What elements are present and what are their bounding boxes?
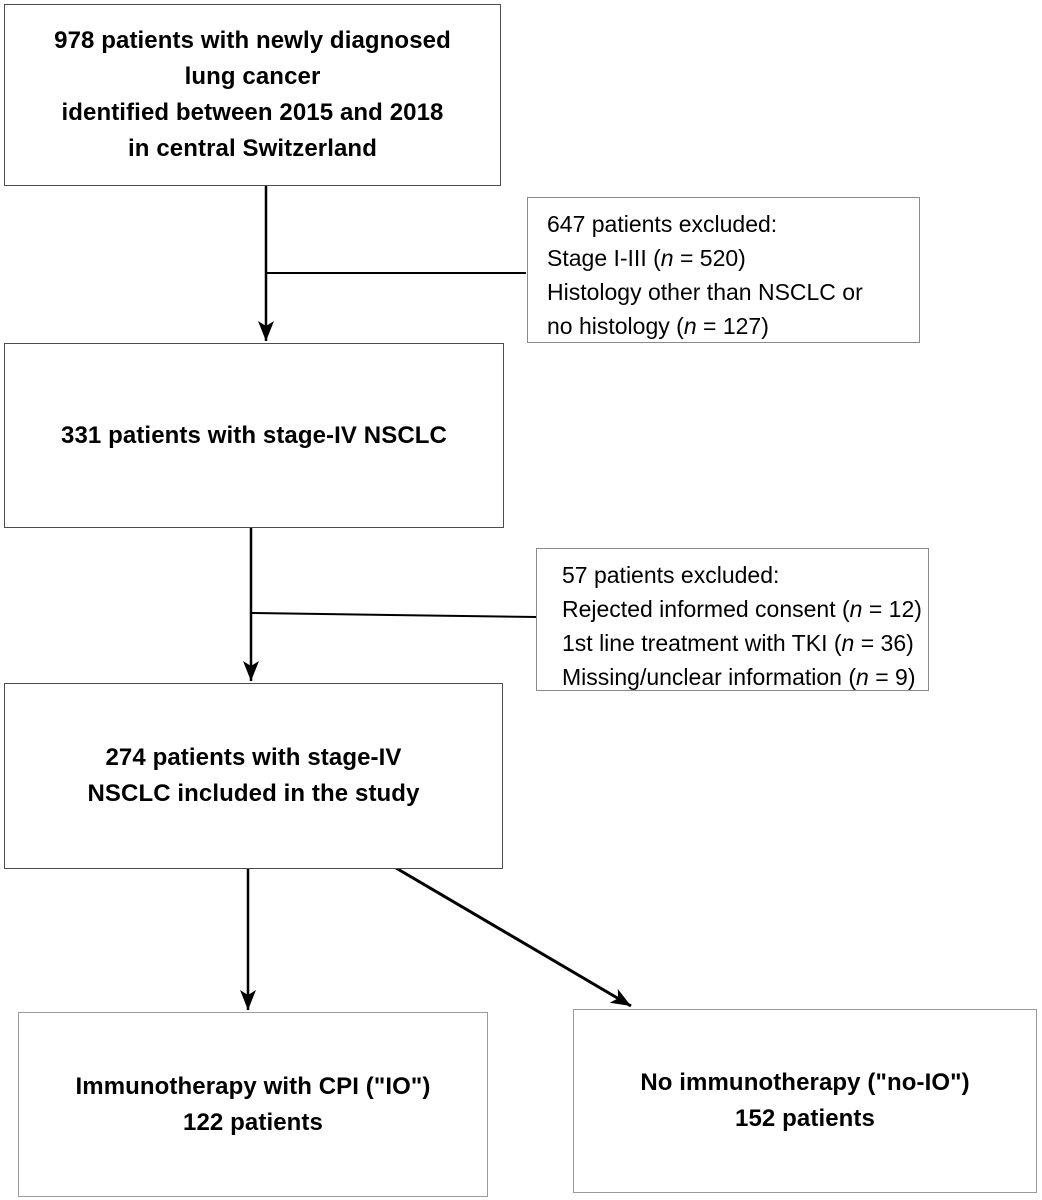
box-line: 152 patients	[735, 1105, 875, 1132]
exclusion-line: Histology other than NSCLC or	[547, 279, 863, 305]
box-line: Immunotherapy with CPI ("IO")	[75, 1072, 431, 1100]
exclusion-line: 57 patients excluded:	[562, 562, 780, 588]
box-line: No immunotherapy ("no-IO")	[640, 1069, 970, 1096]
exclusion-line: Rejected informed consent (n = 12)	[562, 596, 922, 622]
exclusion-line: 1st line treatment with TKI (n = 36)	[562, 630, 914, 656]
box-included-in-study: 274 patients with stage-IV NSCLC include…	[4, 683, 503, 869]
box-exclusion-57: 57 patients excluded: Rejected informed …	[536, 548, 929, 691]
box-line: lung cancer	[184, 63, 321, 90]
connector-to-exclusion-2	[250, 612, 538, 618]
exclusion-line: Missing/unclear information (n = 9)	[562, 664, 916, 690]
box-line: 122 patients	[183, 1108, 323, 1136]
box-stage4-nsclc: 331 patients with stage-IV NSCLC	[4, 343, 504, 528]
exclusion-line: Stage I-III (n = 520)	[547, 245, 746, 271]
box-no-immunotherapy: No immunotherapy ("no-IO") 152 patients	[573, 1009, 1037, 1193]
box-line: NSCLC included in the study	[87, 780, 420, 807]
exclusion-line: no histology (n = 127)	[547, 313, 769, 339]
box-exclusion-647: 647 patients excluded: Stage I-III (n = …	[527, 197, 920, 343]
exclusion-line: 647 patients excluded:	[547, 211, 778, 237]
box-line: in central Switzerland	[128, 135, 377, 162]
box-line: identified between 2015 and 2018	[61, 99, 444, 126]
box-immunotherapy-io: Immunotherapy with CPI ("IO") 122 patien…	[18, 1012, 488, 1197]
box-line: 978 patients with newly diagnosed	[54, 27, 451, 54]
arrow-included-to-noio	[395, 866, 632, 1008]
box-line: 274 patients with stage-IV	[105, 744, 402, 771]
box-newly-diagnosed: 978 patients with newly diagnosed lung c…	[4, 4, 501, 186]
box-line: 331 patients with stage-IV NSCLC	[61, 421, 447, 449]
